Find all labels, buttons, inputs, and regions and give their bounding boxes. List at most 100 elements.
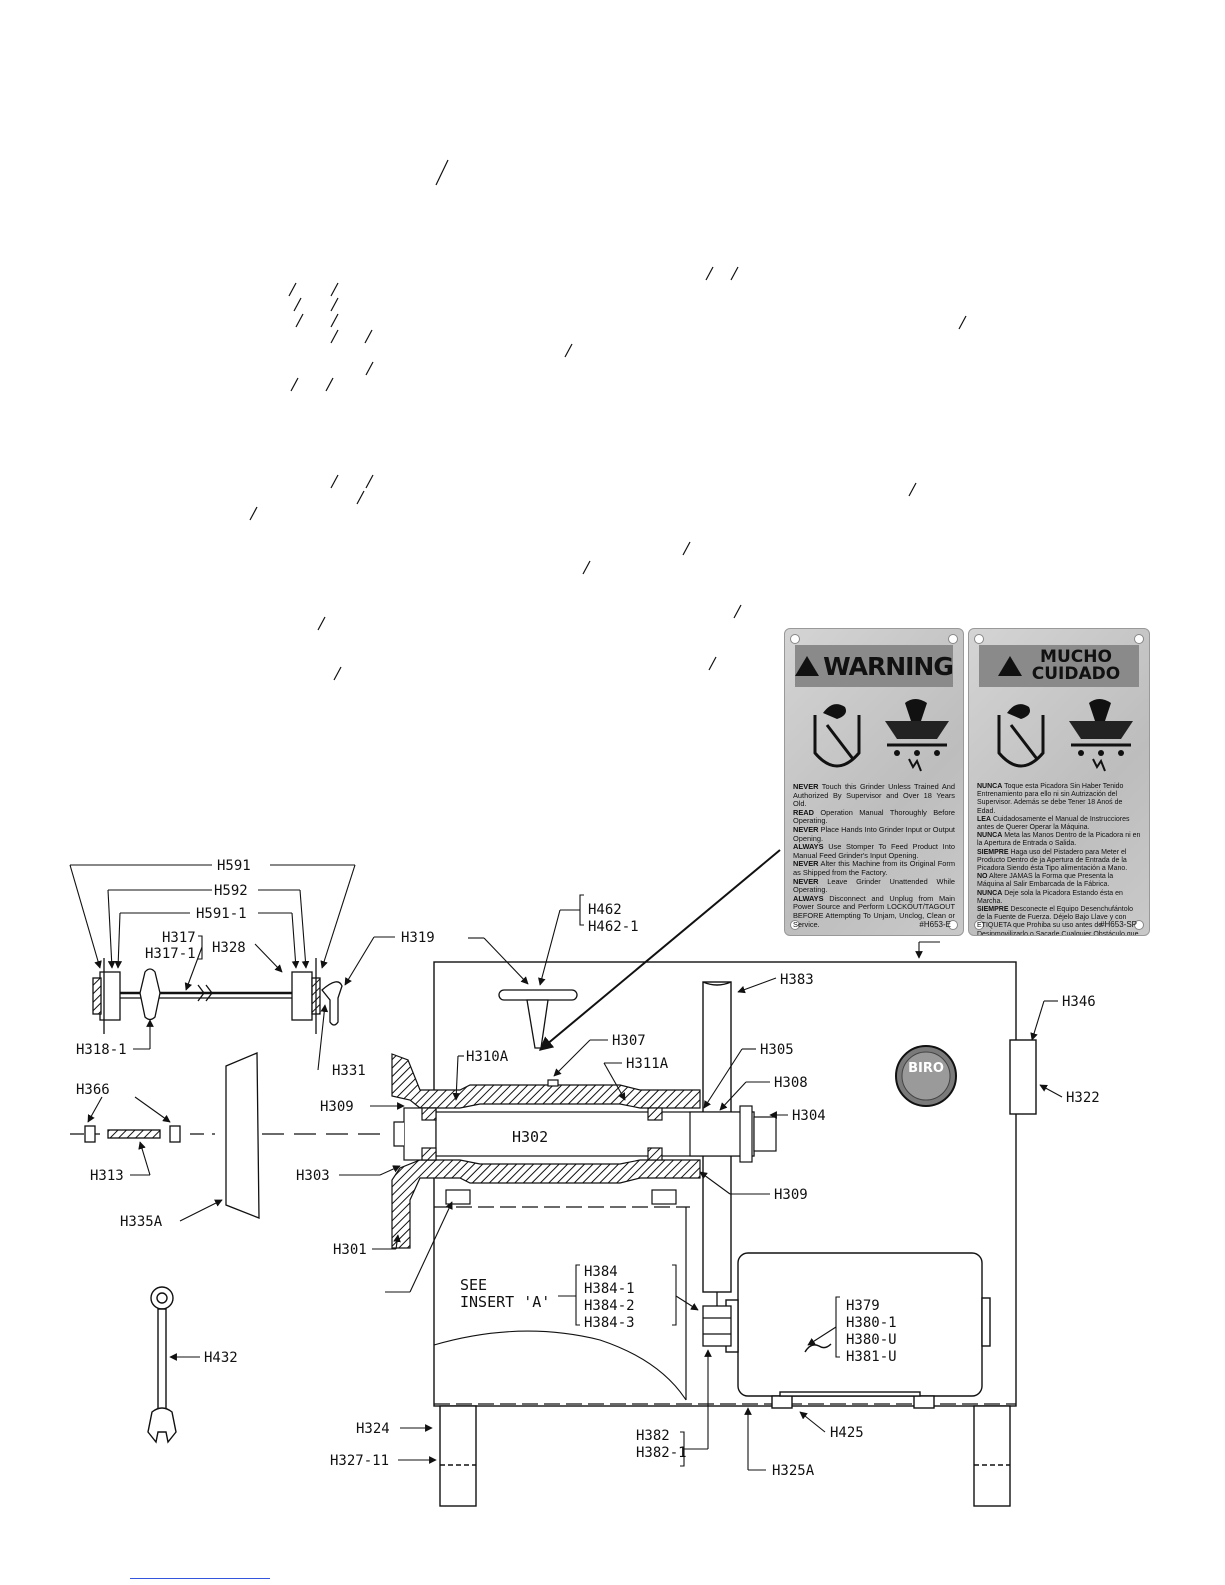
label-h301: H301 xyxy=(333,1242,367,1258)
warning-line: ALWAYS Use Stomper To Feed Product Into … xyxy=(793,842,955,860)
see-insert-line1: SEE xyxy=(460,1276,487,1294)
motor xyxy=(725,1252,991,1409)
label-h379: H379 xyxy=(846,1298,880,1314)
cuidado-title-1: MUCHO xyxy=(1040,647,1112,667)
cuidado-title-2: CUIDADO xyxy=(1031,664,1121,684)
cuidado-line-text: Cuidadosamente el Manual de Instrucciore… xyxy=(977,815,1130,832)
plate-hole xyxy=(790,920,800,930)
see-insert-line2: INSERT 'A' xyxy=(460,1293,550,1311)
warning-line: READ Operation Manual Thoroughly Before … xyxy=(793,807,955,826)
wrench xyxy=(147,1286,177,1444)
cuidado-keyword: NUNCA xyxy=(977,889,1003,897)
cuidado-line: NUNCA Meta las Manos Dentro de la Picado… xyxy=(977,832,1141,848)
label-h311a: H311A xyxy=(626,1056,669,1072)
cuidado-keyword: SIEMPRE xyxy=(977,848,1009,856)
plate-hole xyxy=(948,920,958,930)
warning-keyword: ALWAYS xyxy=(793,842,824,852)
cuidado-line: NUNCA Toque esta Picadora Sin Haber Teni… xyxy=(977,783,1141,816)
warning-line: ALWAYS Disconnect and Unplug from Main P… xyxy=(793,893,955,929)
plate-hole xyxy=(974,634,984,644)
label-h591-1: H591-1 xyxy=(196,906,247,922)
label-h380-1: H380-1 xyxy=(846,1315,897,1331)
label-h304: H304 xyxy=(792,1108,826,1124)
label-h432: H432 xyxy=(204,1350,238,1366)
cuidado-line: NUNCA Deje sola la Picadora Estando ésta… xyxy=(977,890,1141,906)
cuidado-text: NUNCA Toque esta Picadora Sin Haber Teni… xyxy=(977,783,1141,936)
warning-keyword: ALWAYS xyxy=(793,893,824,903)
label-h425: H425 xyxy=(830,1425,864,1441)
label-h382: H382 xyxy=(636,1428,670,1444)
warning-keyword: NEVER xyxy=(793,782,819,791)
label-h384-2: H384-2 xyxy=(584,1298,635,1314)
biro-logo-text: BIRO xyxy=(908,1061,944,1076)
warning-line-text: Operation Manual Thoroughly Before Opera… xyxy=(793,807,955,826)
label-h331: H331 xyxy=(332,1063,366,1079)
warning-line: NEVER Leave Grinder Unattended While Ope… xyxy=(793,876,955,895)
label-h462: H462 xyxy=(588,902,622,918)
stomper-shaft-assembly xyxy=(92,958,343,1034)
stomper xyxy=(498,989,578,1049)
label-h328: H328 xyxy=(212,940,246,956)
label-h324: H324 xyxy=(356,1421,390,1437)
label-h308: H308 xyxy=(774,1075,808,1091)
warning-line-text: Place Hands Into Grinder Input or Output… xyxy=(793,824,955,843)
warning-line-text: Touch this Grinder Unless Trained And Au… xyxy=(793,782,955,809)
label-h303: H303 xyxy=(296,1168,330,1184)
plate-hole xyxy=(974,920,984,930)
grinder-head-section xyxy=(391,1053,777,1249)
cuidado-line-text: Deje sola la Picadora Estando ésta en Ma… xyxy=(977,889,1123,905)
label-h325a: H325A xyxy=(772,1463,815,1479)
warning-keyword: NEVER xyxy=(793,824,819,834)
label-h317: H317 xyxy=(162,930,196,946)
warning-triangle-icon xyxy=(795,656,820,676)
cuidado-keyword: SIEMPRE xyxy=(977,906,1009,914)
label-h309-left: H309 xyxy=(320,1099,354,1115)
warning-text: NEVER Touch this Grinder Unless Trained … xyxy=(793,782,955,929)
label-h313: H313 xyxy=(90,1168,124,1184)
stray-marks xyxy=(249,159,967,681)
warning-plate: WARNING NEVER Touch this Grinder Unless … xyxy=(784,628,964,936)
cuidado-line-text: Altere JAMAS la Forma que Presenta la Má… xyxy=(977,873,1114,889)
cuidado-line: NO Altere JAMAS la Forma que Presenta la… xyxy=(977,873,1141,889)
cuidado-keyword: NUNCA xyxy=(977,832,1003,840)
hand-in-grinder-icon xyxy=(813,699,949,772)
label-h319: H319 xyxy=(401,930,435,946)
label-h384-1: H384-1 xyxy=(584,1281,635,1297)
cuidado-pictograms xyxy=(981,693,1137,779)
label-h366: H366 xyxy=(76,1082,110,1098)
warning-banner: WARNING xyxy=(795,645,954,687)
cuidado-line: LEA Cuidadosamente el Manual de Instrucc… xyxy=(977,816,1141,832)
label-h335a: H335A xyxy=(120,1214,163,1230)
cuidado-code: #H653-SP xyxy=(1100,920,1137,929)
plate-hole xyxy=(790,634,800,644)
cuidado-line-text: Haga uso del Pistadero para Meter el Pro… xyxy=(977,848,1128,873)
warning-code: #H653-E xyxy=(919,920,951,929)
cuidado-line: SIEMPRE Haga uso del Pistadero para Mete… xyxy=(977,849,1141,874)
plate-hole xyxy=(1134,634,1144,644)
warning-pictograms xyxy=(797,693,951,779)
label-h310a: H310A xyxy=(466,1049,509,1065)
warning-line-text: Disconnect and Unplug from Main Power So… xyxy=(793,893,955,929)
warning-line: NEVER Touch this Grinder Unless Trained … xyxy=(793,782,955,809)
label-h380-u: H380-U xyxy=(846,1332,897,1348)
label-h317-1: H317-1 xyxy=(145,946,196,962)
bottom-underline xyxy=(130,1578,270,1579)
label-h591: H591 xyxy=(217,858,251,874)
coupling xyxy=(702,1292,732,1347)
cuidado-plate: MUCHO CUIDADO NUNCA Toque esta Picadora … xyxy=(968,628,1150,936)
warning-line-text: Alter this Machine from its Original For… xyxy=(793,859,955,877)
label-h382-1: H382-1 xyxy=(636,1445,687,1461)
cuidado-line-text: Desconecte el Equipo Desenchufántolo de … xyxy=(977,906,1139,936)
warning-title: WARNING xyxy=(823,651,954,681)
warning-line: NEVER Place Hands Into Grinder Input or … xyxy=(793,824,955,843)
cuidado-line-text: Meta las Manos Dentro de la Picadora ni … xyxy=(977,832,1141,848)
warning-line-text: Leave Grinder Unattended While Operating… xyxy=(793,876,955,895)
warning-keyword: NEVER xyxy=(793,859,819,869)
hand-in-grinder-icon xyxy=(997,699,1133,772)
warning-line: NEVER Alter this Machine from its Origin… xyxy=(793,860,955,877)
cuidado-line-text: Toque esta Picadora Sin Haber Tenido Ent… xyxy=(977,783,1124,815)
washer-gasket-parts xyxy=(70,1052,380,1219)
label-h384: H384 xyxy=(584,1264,618,1280)
cuidado-keyword: LEA xyxy=(977,815,991,823)
